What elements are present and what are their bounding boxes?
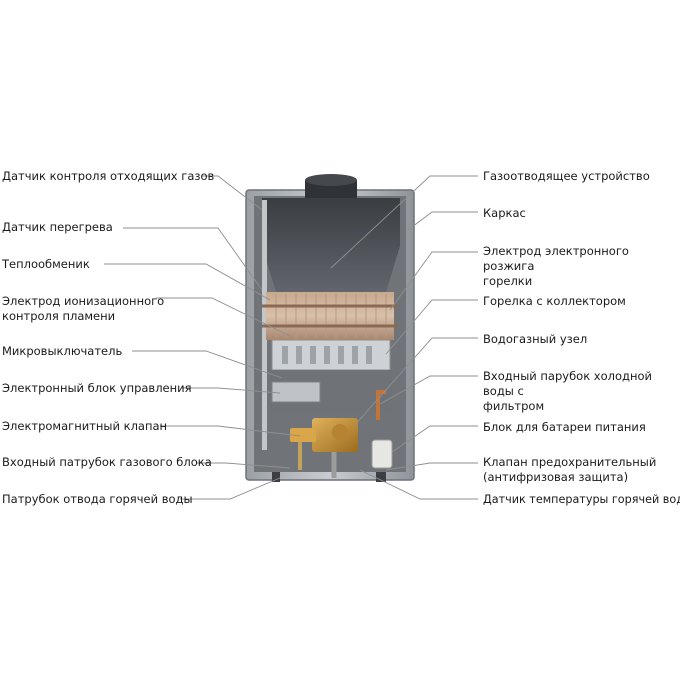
leader-water-gas-unit [353,337,478,427]
label-safety-valve-line1: Клапан предохранительный [483,455,657,469]
leader-ignition-electrode [389,251,478,311]
leader-burner [385,299,478,355]
label-safety-valve-line2: (антифризовая защита) [483,470,629,484]
leader-hot-water-outlet [180,477,281,500]
label-hot-water-outlet: Патрубок отвода горячей воды [2,492,193,506]
leader-microswitch [132,350,283,379]
leader-cold-water-inlet [379,375,478,405]
label-cold-water-inlet-line2: фильтром [483,399,545,413]
label-ignition-electrode-line2: горелки [483,274,533,288]
label-ionization-electrode-line2: контроля пламени [2,309,116,323]
label-heat-exchanger: Теплообменик [2,257,90,271]
label-overheat-sensor: Датчик перегрева [2,220,113,234]
label-cold-water-inlet-line1: Входный парубок холодной воды с [483,369,653,398]
label-control-unit: Электронный блок управления [2,381,192,395]
label-safety-valve: Клапан предохранительный (антифризовая з… [483,455,656,485]
flue-hood [262,198,400,292]
label-burner: Горелка с коллектором [483,294,626,308]
leader-flue-device [330,175,478,269]
leader-hot-water-sensor [359,469,478,500]
heat-exchanger-body [266,292,394,340]
label-water-gas-unit: Водогазный узел [483,332,588,346]
label-ignition-electrode-line1: Электрод электронного розжига [483,244,629,273]
leader-control-unit [182,387,281,394]
leader-overheat-sensor [123,227,263,291]
leader-frame [407,211,478,231]
leader-battery-block [391,425,478,453]
label-ionization-electrode: Электрод ионизационного контроля пламени [2,294,164,324]
label-cold-water-inlet: Входный парубок холодной воды с фильтром [483,369,680,414]
leader-gas-inlet [196,462,291,469]
label-solenoid-valve: Электромагнитный клапан [2,419,168,433]
label-battery-block: Блок для батареи питания [483,420,646,434]
label-gas-inlet: Входный патрубок газового блока [2,455,212,469]
label-frame: Каркас [483,206,526,220]
label-ionization-electrode-line1: Электрод ионизационного [2,294,165,308]
battery-block-body [371,439,393,469]
leader-safety-valve [385,462,478,471]
label-ignition-electrode: Электрод электронного розжига горелки [483,244,680,289]
leader-flue-gas-sensor [201,175,263,211]
label-flue-device: Газоотводящее устройство [483,169,650,183]
label-flue-gas-sensor: Датчик контроля отходящих газов [2,169,215,183]
label-hot-water-sensor: Датчик температуры горячей воды [483,493,680,506]
leader-ionization-electrode [156,297,291,337]
leader-solenoid-valve [160,425,301,437]
label-microswitch: Микровыключатель [2,344,123,358]
leader-heat-exchanger [104,263,271,301]
